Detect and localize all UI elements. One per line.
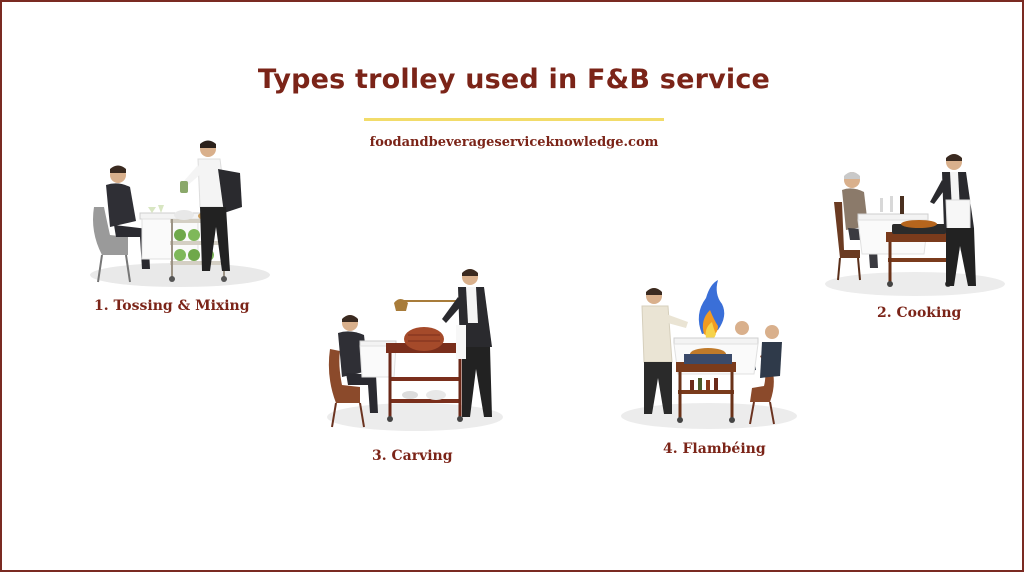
flambeing-trolley-illustration <box>614 274 804 434</box>
page-title: Types trolley used in F&B service <box>257 64 771 95</box>
carving-trolley-illustration <box>320 267 510 437</box>
caption-cooking: 2. Cooking <box>877 305 962 321</box>
title-underline <box>364 118 664 121</box>
website-url: foodandbeverageserviceknowledge.com <box>369 135 659 150</box>
caption-tossing-mixing: 1. Tossing & Mixing <box>94 298 250 314</box>
caption-flambeing: 4. Flambéing <box>663 441 766 457</box>
cooking-trolley-illustration <box>820 150 1010 300</box>
tossing-mixing-trolley-illustration <box>80 137 280 292</box>
caption-carving: 3. Carving <box>372 448 453 464</box>
